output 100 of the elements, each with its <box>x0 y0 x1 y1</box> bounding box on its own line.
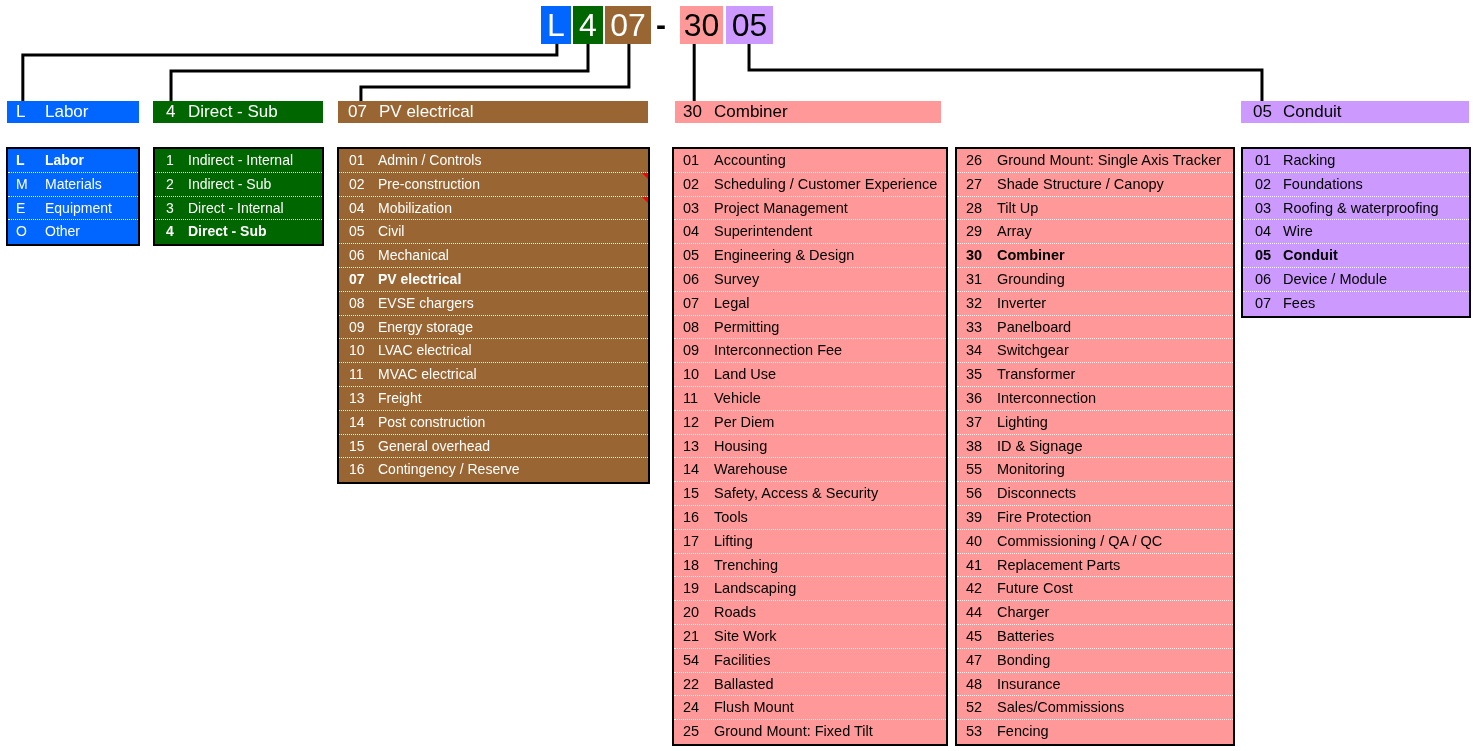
item-name: Grounding <box>997 270 1065 289</box>
list-panel <box>1241 147 1471 318</box>
item-code: 33 <box>966 317 983 337</box>
item-code: 31 <box>966 270 983 289</box>
item-code: 04 <box>1255 222 1272 242</box>
item-name: Conduit <box>1283 246 1338 266</box>
item-code: 25 <box>683 722 700 742</box>
item-code: 07 <box>349 270 365 289</box>
item-code: 03 <box>1255 198 1272 218</box>
item-code: 06 <box>349 246 365 266</box>
item-code: 08 <box>683 317 700 337</box>
item-name: Racking <box>1283 151 1336 170</box>
item-code: L <box>16 151 25 170</box>
item-name: MVAC electrical <box>378 365 477 385</box>
item-code: 09 <box>683 341 700 361</box>
item-code: 1 <box>166 151 174 170</box>
item-name: Engineering & Design <box>714 246 855 266</box>
item-name: Fencing <box>997 722 1049 742</box>
item-name: Site Work <box>714 627 777 646</box>
item-name: Survey <box>714 270 760 289</box>
item-name: Fees <box>1283 293 1316 313</box>
item-name: Pre-construction <box>378 174 480 194</box>
item-code: 48 <box>966 674 983 694</box>
item-name: Housing <box>714 436 768 456</box>
category-header <box>675 101 941 123</box>
item-code: 56 <box>966 484 983 504</box>
item-name: Ground Mount: Fixed Tilt <box>714 722 873 742</box>
category-header <box>7 101 139 123</box>
item-name: Safety, Access & Security <box>714 484 879 504</box>
item-code: 19 <box>683 579 700 599</box>
connector-line <box>359 44 631 101</box>
item-name: Replacement Parts <box>997 555 1121 575</box>
item-code: 36 <box>966 389 983 408</box>
category-code: 4 <box>166 101 176 123</box>
item-name: LVAC electrical <box>378 341 472 361</box>
item-name: Labor <box>45 151 84 170</box>
item-code: 10 <box>349 341 365 361</box>
item-name: Legal <box>714 293 750 313</box>
item-code: 07 <box>683 293 700 313</box>
code-segment: 30 <box>680 6 723 44</box>
connector-line <box>692 44 696 101</box>
item-code: 38 <box>966 436 983 456</box>
item-name: Trenching <box>714 555 778 575</box>
item-name: Project Management <box>714 198 848 218</box>
item-code: 55 <box>966 460 983 480</box>
code-separator: - <box>655 7 667 43</box>
item-code: 01 <box>1255 151 1272 170</box>
list-panel <box>955 147 1235 746</box>
item-name: Facilities <box>714 650 771 670</box>
item-name: Commissioning / QA / QC <box>997 531 1163 551</box>
item-name: Sales/Commissions <box>997 698 1125 718</box>
item-name: General overhead <box>378 436 491 456</box>
item-code: 17 <box>683 531 700 551</box>
category-title: Combiner <box>714 101 788 123</box>
item-name: Ground Mount: Single Axis Tracker <box>997 151 1222 170</box>
item-name: Monitoring <box>997 460 1065 480</box>
item-name: Fire Protection <box>997 508 1092 527</box>
item-name: Materials <box>45 174 102 194</box>
item-name: Tools <box>714 508 748 527</box>
item-name: Lifting <box>714 531 753 551</box>
item-code: E <box>16 198 26 218</box>
item-name: Tilt Up <box>997 198 1039 218</box>
item-code: 24 <box>683 698 700 718</box>
category-code: L <box>16 101 26 123</box>
item-name: Interconnection Fee <box>714 341 843 361</box>
item-code: 15 <box>683 484 700 504</box>
item-name: Landscaping <box>714 579 797 599</box>
item-name: Foundations <box>1283 174 1363 194</box>
category-code: 07 <box>348 101 367 123</box>
item-name: Switchgear <box>997 341 1069 361</box>
item-name: Accounting <box>714 151 786 170</box>
item-name: Warehouse <box>714 460 788 480</box>
item-code: 52 <box>966 698 983 718</box>
item-name: Scheduling / Customer Experience <box>714 174 938 194</box>
item-name: Direct - Internal <box>188 198 284 218</box>
item-code: 05 <box>683 246 700 266</box>
item-code: 13 <box>349 389 365 408</box>
code-segment: L <box>541 6 571 44</box>
item-name: Freight <box>378 389 422 408</box>
item-code: 02 <box>349 174 365 194</box>
item-name: Interconnection <box>997 389 1097 408</box>
item-name: Other <box>45 222 80 242</box>
item-code: 15 <box>349 436 365 456</box>
item-name: Device / Module <box>1283 270 1387 289</box>
item-code: 14 <box>349 412 365 432</box>
item-code: 11 <box>349 365 364 385</box>
item-code: 29 <box>966 222 983 242</box>
item-code: 20 <box>683 603 700 623</box>
item-code: 01 <box>683 151 700 170</box>
item-code: 4 <box>166 222 174 242</box>
item-name: Transformer <box>997 365 1076 385</box>
category-title: Conduit <box>1283 101 1342 123</box>
item-name: Civil <box>378 222 405 242</box>
item-code: 06 <box>1255 270 1272 289</box>
item-name: Roads <box>714 603 756 623</box>
item-code: 2 <box>166 174 174 194</box>
item-code: 02 <box>683 174 700 194</box>
item-code: 16 <box>349 460 365 480</box>
item-name: EVSE chargers <box>378 293 474 313</box>
item-code: 53 <box>966 722 983 742</box>
